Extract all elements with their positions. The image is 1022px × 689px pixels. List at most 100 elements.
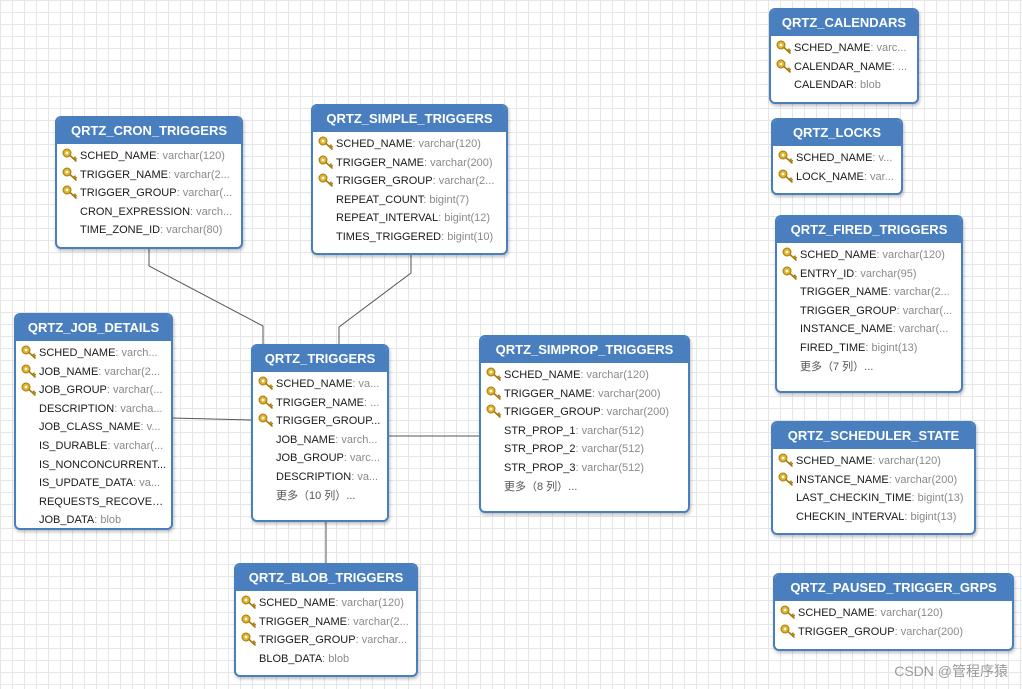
primary-key-icon [62, 185, 78, 199]
column-row-instance-name[interactable]: INSTANCE_NAME: varchar(... [777, 320, 961, 339]
more-columns-link[interactable]: 更多（10 列）... [253, 487, 387, 506]
table-header[interactable]: QRTZ_LOCKS [773, 120, 901, 146]
column-row-sched-name[interactable]: SCHED_NAME: varchar(120) [775, 604, 1012, 623]
column-row-trigger-name[interactable]: TRIGGER_NAME: varchar(200) [481, 385, 688, 404]
table-header[interactable]: QRTZ_PAUSED_TRIGGER_GRPS [775, 575, 1012, 601]
column-name: JOB_NAME [276, 433, 336, 446]
column-name: IS_NONCONCURRENT... [39, 458, 167, 471]
column-name: JOB_CLASS_NAME [39, 421, 141, 434]
table-header[interactable]: QRTZ_SCHEDULER_STATE [773, 423, 974, 449]
column-row-cron-expression[interactable]: CRON_EXPRESSION: varch... [57, 203, 241, 222]
column-type: varchar(95) [860, 267, 917, 280]
column-row-sched-name[interactable]: SCHED_NAME: varchar(120) [481, 366, 688, 385]
column-row-trigger-name[interactable]: TRIGGER_NAME: varchar(2... [777, 283, 961, 302]
column-row-sched-name[interactable]: SCHED_NAME: varc... [771, 39, 917, 58]
column-row-description[interactable]: DESCRIPTION: varcha... [16, 400, 171, 419]
column-row-sched-name[interactable]: SCHED_NAME: varchar(120) [773, 452, 974, 471]
column-name: FIRED_TIME [800, 341, 866, 354]
table-header[interactable]: QRTZ_BLOB_TRIGGERS [236, 565, 416, 591]
column-type: varchar(120) [882, 249, 945, 261]
column-row-trigger-group[interactable]: TRIGGER_GROUP: varchar(... [777, 302, 961, 321]
column-row-is-nonconcurrent[interactable]: IS_NONCONCURRENT... [16, 456, 171, 475]
column-name: SCHED_NAME [794, 42, 871, 54]
table-header[interactable]: QRTZ_SIMPROP_TRIGGERS [481, 337, 688, 363]
column-row-job-data[interactable]: JOB_DATA: blob [16, 511, 171, 528]
table-header[interactable]: QRTZ_FIRED_TRIGGERS [777, 217, 961, 243]
column-name: IS_UPDATE_DATA [39, 477, 134, 490]
column-row-sched-name[interactable]: SCHED_NAME: v... [773, 149, 901, 168]
table-columns: SCHED_NAME: va...TRIGGER_NAME: ...TRIGGE… [253, 372, 387, 510]
column-type: var... [869, 170, 894, 183]
more-columns-link[interactable]: 更多（7 列）... [777, 358, 961, 377]
column-row-sched-name[interactable]: SCHED_NAME: varchar(120) [313, 135, 506, 154]
column-row-job-group[interactable]: JOB_GROUP: varchar(... [16, 381, 171, 400]
column-row-trigger-group[interactable]: TRIGGER_GROUP: varchar(200) [481, 403, 688, 422]
column-row-is-update-data[interactable]: IS_UPDATE_DATA: va... [16, 474, 171, 493]
column-row-entry-id[interactable]: ENTRY_ID: varchar(95) [777, 265, 961, 284]
table-header[interactable]: QRTZ_SIMPLE_TRIGGERS [313, 106, 506, 132]
column-row-requests-recovery[interactable]: REQUESTS_RECOVERY [16, 493, 171, 512]
column-row-times-triggered[interactable]: TIMES_TRIGGERED: bigint(10) [313, 228, 506, 247]
column-name: REPEAT_COUNT [336, 193, 424, 206]
column-row-trigger-group[interactable]: TRIGGER_GROUP: varchar(... [57, 184, 241, 203]
column-row-checkin-interval[interactable]: CHECKIN_INTERVAL: bigint(13) [773, 508, 974, 527]
column-type: blob [860, 79, 881, 92]
table-header[interactable]: QRTZ_CALENDARS [771, 10, 917, 36]
table-header[interactable]: QRTZ_TRIGGERS [253, 346, 387, 372]
table-qrtz-simprop-triggers[interactable]: QRTZ_SIMPROP_TRIGGERS SCHED_NAME: varchar… [479, 335, 690, 513]
column-row-sched-name[interactable]: SCHED_NAME: varchar(120) [777, 246, 961, 265]
table-header[interactable]: QRTZ_JOB_DETAILS [16, 315, 171, 341]
table-columns: SCHED_NAME: varchar(120)TRIGGER_NAME: va… [57, 144, 241, 245]
table-qrtz-scheduler-state[interactable]: QRTZ_SCHEDULER_STATE SCHED_NAME: varchar(… [771, 421, 976, 535]
column-row-blob-data[interactable]: BLOB_DATA: blob [236, 650, 416, 669]
column-row-description[interactable]: DESCRIPTION: va... [253, 468, 387, 487]
column-row-calendar-name[interactable]: CALENDAR_NAME: ... [771, 58, 917, 77]
column-row-trigger-group[interactable]: TRIGGER_GROUP: varchar(200) [775, 623, 1012, 642]
column-type: varc... [349, 452, 380, 465]
column-row-trigger-name[interactable]: TRIGGER_NAME: varchar(2... [57, 166, 241, 185]
column-row-sched-name[interactable]: SCHED_NAME: varchar(120) [57, 147, 241, 166]
column-row-trigger-name[interactable]: TRIGGER_NAME: varchar(200) [313, 154, 506, 173]
column-row-str-prop-2[interactable]: STR_PROP_2: varchar(512) [481, 440, 688, 459]
table-columns: SCHED_NAME: varchar(120)TRIGGER_GROUP: v… [775, 601, 1012, 646]
column-row-trigger-name[interactable]: TRIGGER_NAME: ... [253, 394, 387, 413]
column-type: varchar(120) [341, 597, 404, 609]
column-row-job-group[interactable]: JOB_GROUP: varc... [253, 449, 387, 468]
column-row-trigger-group[interactable]: TRIGGER_GROUP... [253, 412, 387, 431]
column-row-trigger-group[interactable]: TRIGGER_GROUP: varchar(2... [313, 172, 506, 191]
table-qrtz-locks[interactable]: QRTZ_LOCKS SCHED_NAME: v...LOCK_NAME: var… [771, 118, 903, 195]
table-columns: SCHED_NAME: varc...CALENDAR_NAME: ...CAL… [771, 36, 917, 100]
table-qrtz-simple-triggers[interactable]: QRTZ_SIMPLE_TRIGGERS SCHED_NAME: varchar(… [311, 104, 508, 255]
column-row-repeat-count[interactable]: REPEAT_COUNT: bigint(7) [313, 191, 506, 210]
column-row-job-class-name[interactable]: JOB_CLASS_NAME: v... [16, 418, 171, 437]
column-row-sched-name[interactable]: SCHED_NAME: varchar(120) [236, 594, 416, 613]
column-row-str-prop-3[interactable]: STR_PROP_3: varchar(512) [481, 459, 688, 478]
column-row-is-durable[interactable]: IS_DURABLE: varchar(... [16, 437, 171, 456]
column-row-time-zone-id[interactable]: TIME_ZONE_ID: varchar(80) [57, 221, 241, 240]
column-row-sched-name[interactable]: SCHED_NAME: va... [253, 375, 387, 394]
more-columns-link[interactable]: 更多（8 列）... [481, 478, 688, 497]
column-row-instance-name[interactable]: INSTANCE_NAME: varchar(200) [773, 471, 974, 490]
column-row-trigger-name[interactable]: TRIGGER_NAME: varchar(2... [236, 613, 416, 632]
column-row-job-name[interactable]: JOB_NAME: varchar(2... [16, 363, 171, 382]
column-row-trigger-group[interactable]: TRIGGER_GROUP: varchar... [236, 631, 416, 650]
table-qrtz-fired-triggers[interactable]: QRTZ_FIRED_TRIGGERS SCHED_NAME: varchar(1… [775, 215, 963, 393]
column-row-lock-name[interactable]: LOCK_NAME: var... [773, 168, 901, 187]
column-row-sched-name[interactable]: SCHED_NAME: varch... [16, 344, 171, 363]
column-row-repeat-interval[interactable]: REPEAT_INTERVAL: bigint(12) [313, 209, 506, 228]
column-row-fired-time[interactable]: FIRED_TIME: bigint(13) [777, 339, 961, 358]
column-type: blob [328, 652, 350, 665]
table-header[interactable]: QRTZ_CRON_TRIGGERS [57, 118, 241, 144]
column-row-str-prop-1[interactable]: STR_PROP_1: varchar(512) [481, 422, 688, 441]
table-columns: SCHED_NAME: varchar(120)TRIGGER_NAME: va… [236, 591, 416, 673]
column-type: varchar(120) [418, 138, 481, 150]
column-row-job-name[interactable]: JOB_NAME: varch... [253, 431, 387, 450]
column-row-last-checkin-time[interactable]: LAST_CHECKIN_TIME: bigint(13) [773, 489, 974, 508]
column-row-calendar[interactable]: CALENDAR: blob [771, 76, 917, 95]
